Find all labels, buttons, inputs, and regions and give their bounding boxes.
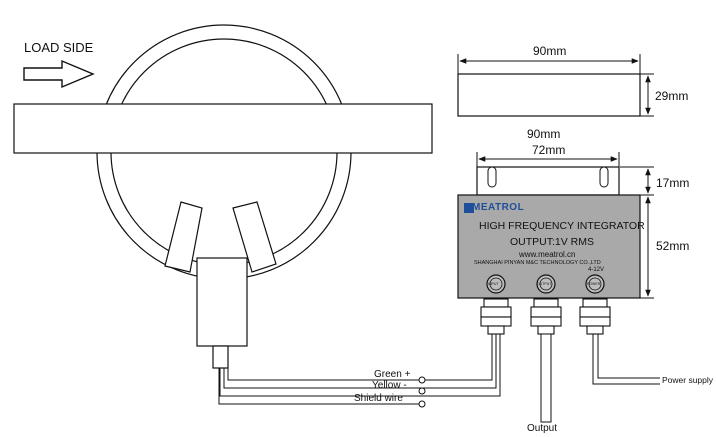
power-supply-cable <box>592 334 660 385</box>
cable-glands <box>480 298 611 335</box>
load-side-label: LOAD SIDE <box>24 40 94 55</box>
integrator-title: HIGH FREQUENCY INTEGRATOR <box>479 220 645 232</box>
wire-shield-label: Shield wire <box>354 393 403 404</box>
port-label-input: INPUT <box>488 282 499 286</box>
bracket-height-label: 17mm <box>656 176 690 190</box>
integrator-company: SHANGHAI PINYAN M&C TECHNOLOGY CO.,LTD <box>474 260 601 266</box>
integrator-output-spec: OUTPUT:1V RMS <box>510 236 595 248</box>
port-label-power: POWER <box>587 282 601 286</box>
terminal-green <box>418 376 426 384</box>
top-view-box <box>457 73 641 117</box>
output-cable <box>540 333 552 423</box>
coil-clamp <box>164 201 277 369</box>
terminal-yellow <box>418 387 426 395</box>
mounting-bracket <box>476 166 620 196</box>
top-width-label: 90mm <box>533 44 567 58</box>
top-height-label: 29mm <box>655 89 689 103</box>
port-label-output: OUTPUT <box>537 282 552 286</box>
port-knobs <box>486 274 605 294</box>
power-supply-label: Power supply <box>662 375 714 385</box>
integrator-width-label: 72mm <box>532 143 566 157</box>
load-side-arrow <box>23 59 95 89</box>
integrator-website: www.meatrol.cn <box>519 250 576 259</box>
integrator-voltage: 4-12V <box>588 267 605 273</box>
brand-logo: MEATROL <box>472 202 525 213</box>
terminal-shield <box>418 400 426 408</box>
input-wires <box>218 334 501 405</box>
wire-yellow-label: Yellow - <box>372 380 407 391</box>
below-width-label: 90mm <box>527 127 561 141</box>
wire-green-label: Green + <box>374 369 411 380</box>
output-label: Output <box>527 423 558 434</box>
body-height-label: 52mm <box>656 239 690 253</box>
load-conductor-bar <box>13 103 433 154</box>
